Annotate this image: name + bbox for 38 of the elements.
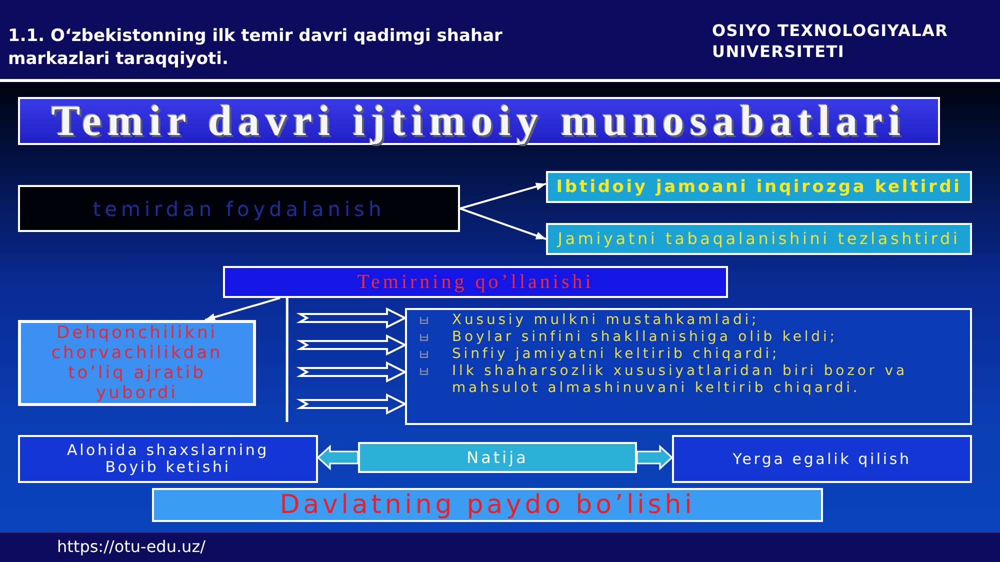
block-arrow	[316, 444, 359, 470]
result-box	[546, 223, 972, 255]
block-arrow	[296, 307, 408, 329]
result-box	[18, 435, 318, 483]
center-box	[358, 442, 637, 473]
list-panel	[405, 308, 972, 425]
arrow	[204, 297, 280, 322]
node-label: Natija	[466, 448, 528, 468]
block-arrow	[296, 393, 408, 415]
block-arrow	[296, 361, 408, 383]
node-label: Davlatning paydo bo’lishi	[280, 490, 696, 520]
heading-text: Temirning qo’llanishi	[357, 270, 594, 294]
node-label: Dehqonchilikni chorvachilikdan to’liq ajratib yubordi	[50, 323, 224, 403]
website-url: https://otu-edu.uz/	[57, 537, 206, 557]
node-label: Alohida shaxslarning Boyib ketishi	[66, 442, 270, 476]
node-label: Jamiyatni tabaqalanishini tezlashtirdi	[558, 229, 960, 249]
university-name: OSIYO TEXNOLOGIYALAR UNIVERSITETI	[712, 20, 950, 62]
banner-heading: Temir davri ijtimoiy munosabatlari	[52, 100, 906, 142]
heading-box	[223, 266, 728, 298]
list-item-text: Ilk shaharsozlik xususiyatlaridan biri bozor va mahsulot almashinuvani keltirib chiqardi.	[452, 363, 908, 397]
list-item-text: Xususiy mulkni mustahkamladi;	[452, 312, 760, 329]
list-item-text: Sinfiy jamiyatni keltirib chiqardi;	[452, 346, 780, 363]
node-label: Ibtidoiy jamoani inqirozga keltirdi	[556, 176, 962, 198]
process-box	[18, 185, 460, 232]
node-label: Yerga egalik qilish	[732, 450, 912, 468]
block-arrow	[636, 444, 674, 470]
result-box	[672, 435, 972, 483]
process-box	[18, 320, 256, 406]
block-arrow	[296, 334, 408, 356]
connector-line	[286, 298, 288, 422]
list-item-text: Boylar sinfini shakllanishiga olib keldi;	[452, 329, 838, 346]
node-label: temirdan foydalanish	[92, 196, 386, 220]
slide-title: 1.1. O‘zbekistonning ilk temir davri qadimgi shahar markazlari taraqqiyoti.	[8, 25, 504, 71]
arrow	[460, 182, 546, 210]
arrow	[460, 208, 546, 240]
result-box	[546, 171, 972, 203]
outcome-box	[152, 488, 823, 522]
title-banner	[18, 97, 940, 145]
